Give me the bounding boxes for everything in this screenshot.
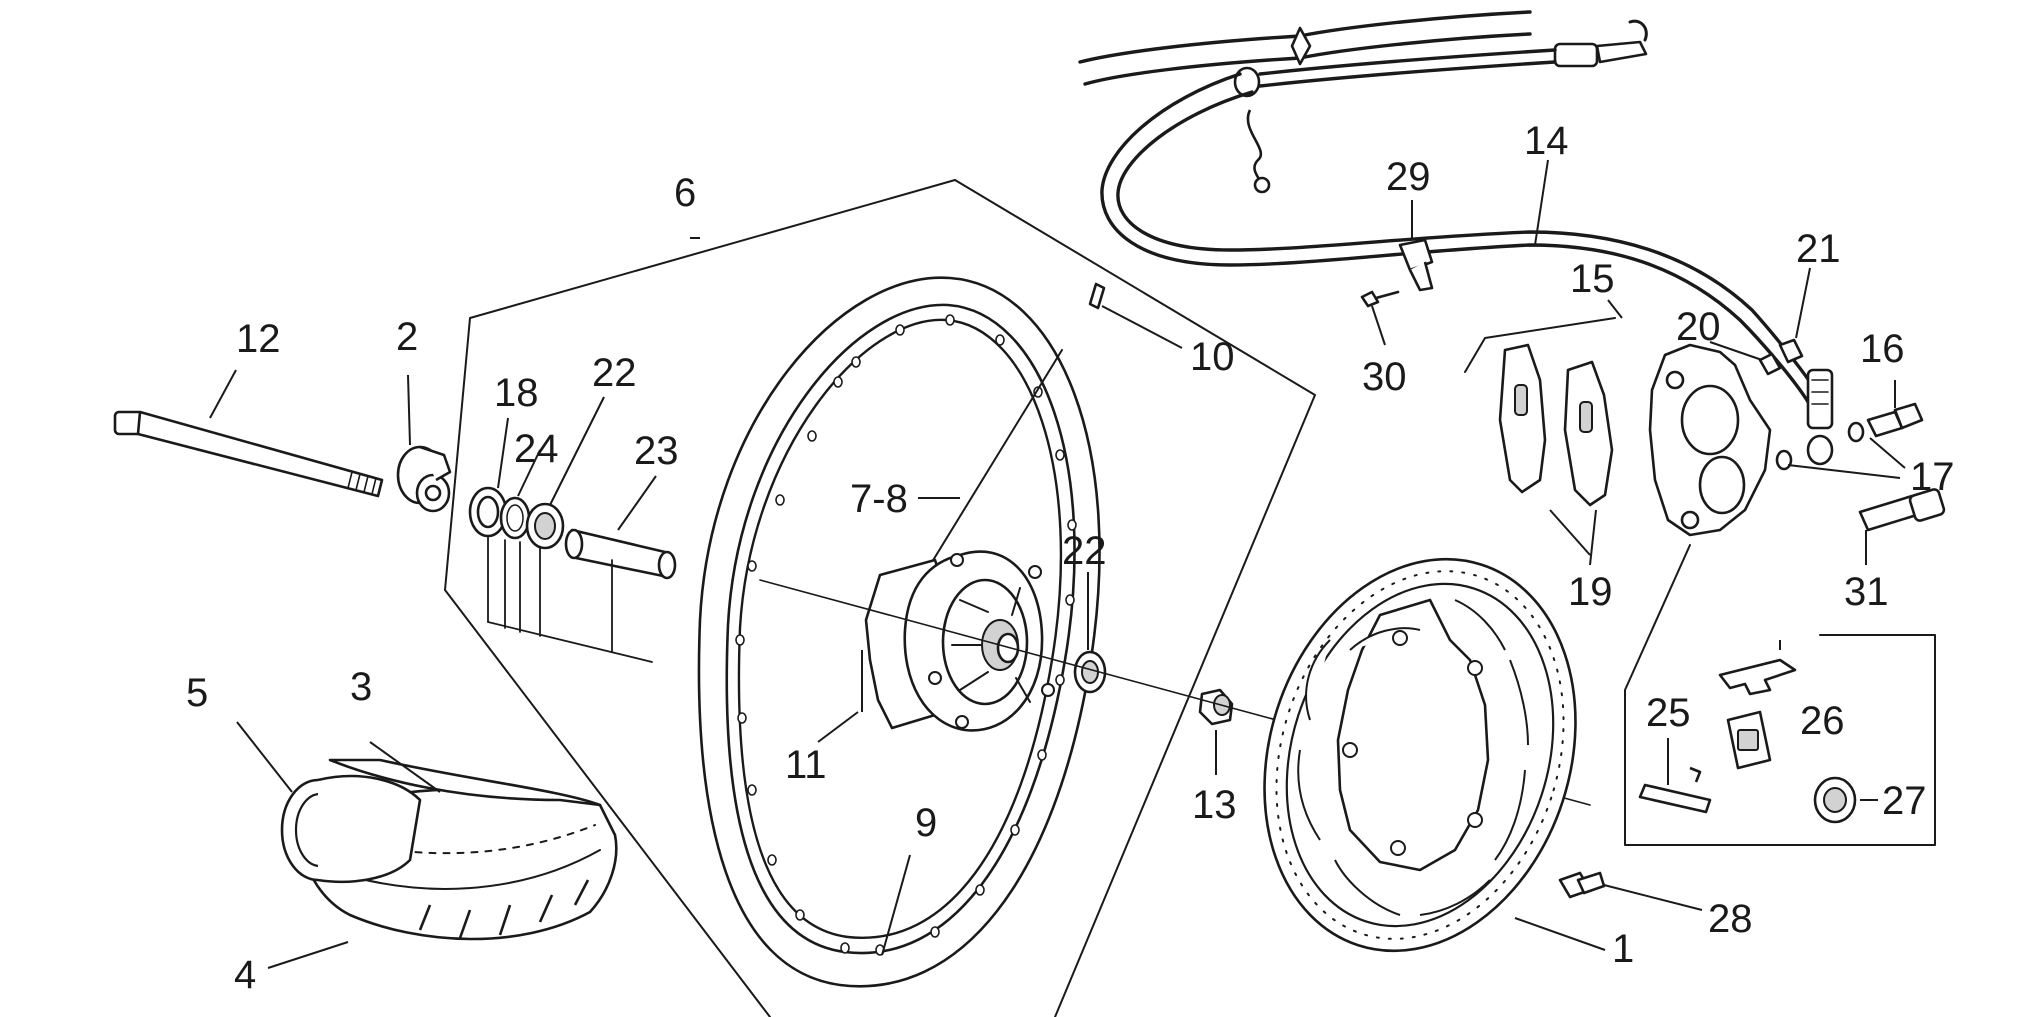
label-6: 6 <box>674 171 696 215</box>
rim-spoke-holes <box>735 314 1077 956</box>
rubber-plug <box>1813 776 1857 824</box>
label-26: 26 <box>1800 699 1845 743</box>
label-2: 2 <box>396 315 418 359</box>
label-13: 13 <box>1192 783 1237 827</box>
bearing-spacer <box>564 528 677 580</box>
pad-retainer-plate <box>1726 710 1772 770</box>
label-19: 19 <box>1568 570 1613 614</box>
label-31: 31 <box>1844 570 1889 614</box>
wheel-hub <box>864 550 1055 732</box>
pad-spring <box>1718 658 1797 696</box>
label-23: 23 <box>634 429 679 473</box>
front-axle <box>113 410 384 498</box>
label-27: 27 <box>1882 779 1927 823</box>
caliper-bolt <box>1858 488 1946 532</box>
label-15: 15 <box>1570 257 1615 301</box>
label-30: 30 <box>1362 355 1407 399</box>
banjo-fitting-and-washers <box>1775 368 1865 471</box>
pad-pin <box>1638 766 1712 814</box>
bleed-valve <box>1758 338 1804 376</box>
circlip <box>499 496 531 540</box>
caliper-kit-outline <box>1624 544 1936 846</box>
leader-lines <box>209 159 1906 969</box>
label-18: 18 <box>494 371 539 415</box>
label-11: 11 <box>785 743 827 787</box>
rim-tape <box>328 758 602 807</box>
label-9: 9 <box>915 801 937 845</box>
brake-caliper <box>1648 343 1772 537</box>
hose-clip <box>1398 238 1434 292</box>
wheel-spacer <box>1198 688 1234 726</box>
caliper-group-outline <box>1464 317 1616 373</box>
label-17: 17 <box>1910 455 1955 499</box>
wheel-assembly-outline <box>444 179 1316 1017</box>
brake-hose <box>1078 10 1824 407</box>
label-25: 25 <box>1646 691 1691 735</box>
label-29: 29 <box>1386 155 1431 199</box>
tire-valve <box>1088 282 1106 310</box>
clip-screw <box>1360 290 1400 308</box>
label-1: 1 <box>1612 927 1634 971</box>
label-12: 12 <box>236 317 281 361</box>
label-24: 24 <box>514 427 559 471</box>
drop-lines-left <box>487 535 653 663</box>
label-22-left: 22 <box>592 351 637 395</box>
label-16: 16 <box>1860 327 1905 371</box>
label-14: 14 <box>1524 119 1569 163</box>
brake-disc <box>1263 557 1577 953</box>
label-21: 21 <box>1796 227 1841 271</box>
label-4: 4 <box>234 953 256 997</box>
label-20: 20 <box>1676 305 1721 349</box>
label-7-8: 7-8 <box>850 477 908 521</box>
oil-seal <box>468 486 508 538</box>
brake-pad-inner <box>1563 360 1614 507</box>
label-22-right: 22 <box>1062 529 1107 573</box>
wheel-bearing-right <box>1073 650 1107 694</box>
disc-bolt <box>1558 871 1606 899</box>
brake-pad-outer <box>1498 343 1547 494</box>
label-5: 5 <box>186 671 208 715</box>
label-28: 28 <box>1708 897 1753 941</box>
inner-tube <box>280 774 422 884</box>
label-10: 10 <box>1190 335 1235 379</box>
wheel-bearing-left <box>525 502 565 550</box>
banjo-bolt <box>1866 402 1924 438</box>
speedometer-drive <box>396 445 452 513</box>
label-3: 3 <box>350 665 372 709</box>
